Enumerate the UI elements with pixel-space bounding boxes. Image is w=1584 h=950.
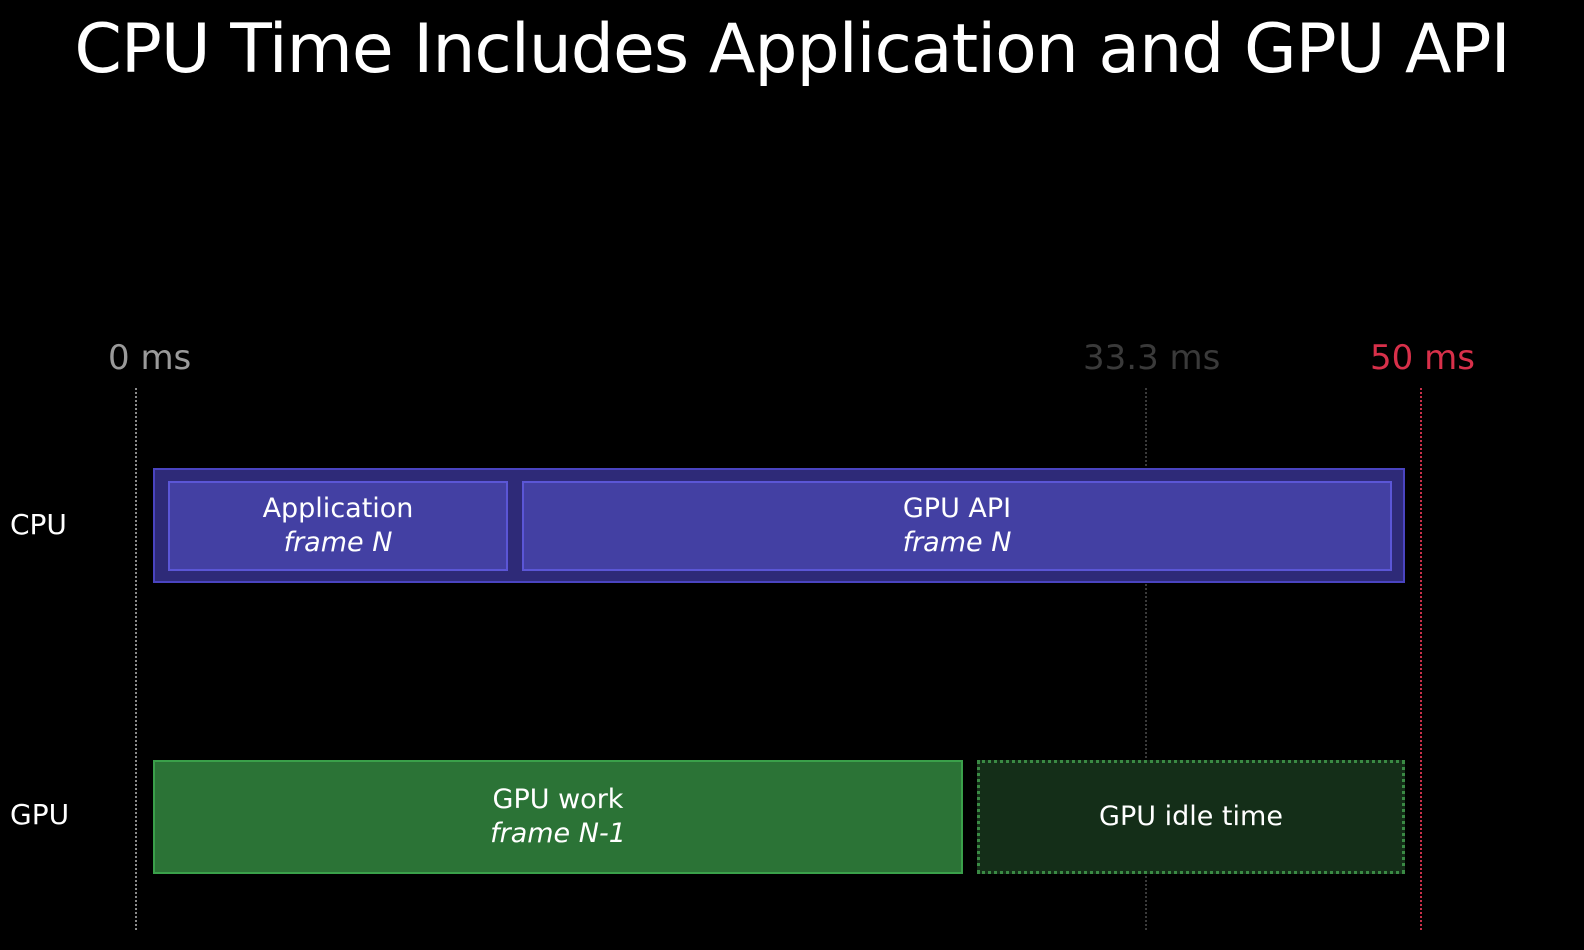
gpu-block-work: GPU work frame N-1 <box>153 760 963 874</box>
cpu-block-gpu-api: GPU API frame N <box>522 481 1392 571</box>
cpu-block-gpu-api-subtitle: frame N <box>902 527 1012 558</box>
slide-title: CPU Time Includes Application and GPU AP… <box>74 10 1510 89</box>
gpu-block-idle-title: GPU idle time <box>1099 801 1283 832</box>
marker-0ms-line <box>135 388 137 930</box>
gpu-block-work-title: GPU work <box>492 784 624 815</box>
marker-33ms-label: 33.3 ms <box>1083 338 1221 378</box>
marker-50ms-line <box>1420 388 1422 930</box>
cpu-block-application-title: Application <box>262 493 414 524</box>
gpu-block-work-subtitle: frame N-1 <box>490 818 626 849</box>
marker-50ms-label: 50 ms <box>1370 338 1475 378</box>
gpu-row-label: GPU <box>10 798 70 831</box>
cpu-block-gpu-api-title: GPU API <box>902 493 1012 524</box>
cpu-row-label: CPU <box>10 508 67 541</box>
gpu-block-idle: GPU idle time <box>977 760 1405 874</box>
cpu-block-application-subtitle: frame N <box>283 527 393 558</box>
cpu-block-application: Application frame N <box>168 481 508 571</box>
marker-0ms-label: 0 ms <box>108 338 192 378</box>
marker-33ms-line <box>1145 388 1147 930</box>
